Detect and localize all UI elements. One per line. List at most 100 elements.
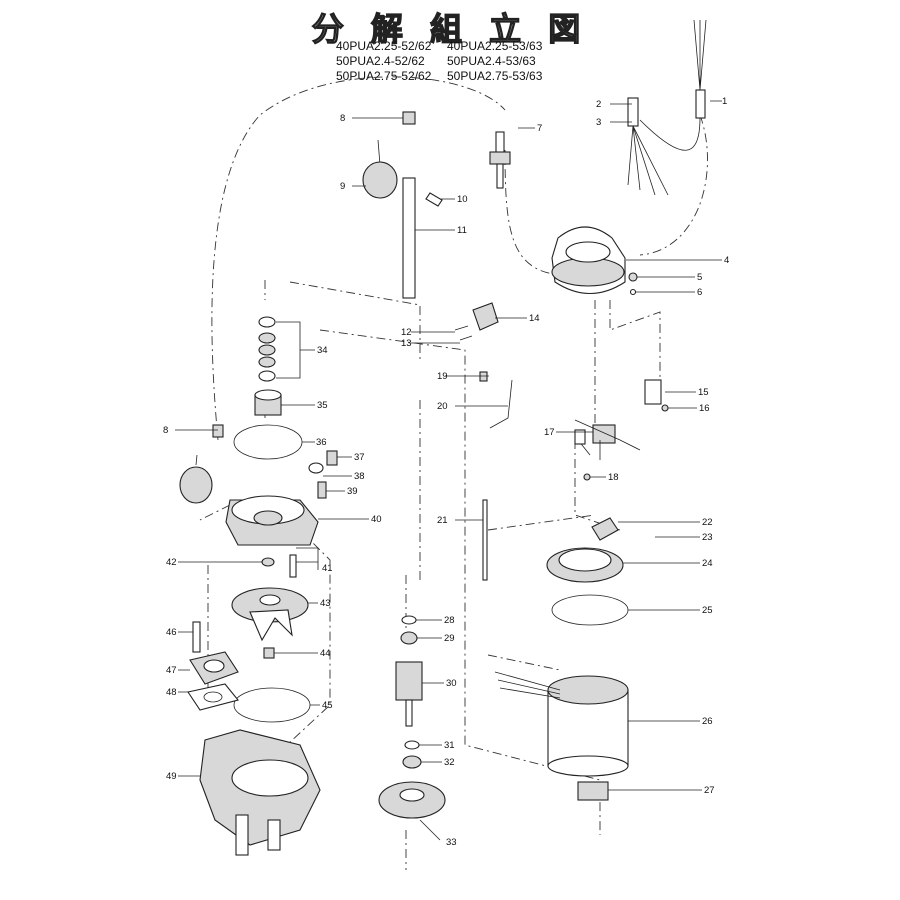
part-number-label: 8 <box>163 425 168 436</box>
assembly-guide <box>487 514 596 671</box>
part-number-label: 34 <box>317 345 328 356</box>
through-bolt-part <box>482 499 488 581</box>
part-number-label: 48 <box>166 687 177 698</box>
part-number-label: 7 <box>537 123 542 134</box>
washer-part <box>261 557 275 567</box>
part-number-label: 21 <box>437 515 448 526</box>
part-number-label: 15 <box>698 387 709 398</box>
assembly-guide <box>199 504 331 771</box>
part-number-label: 25 <box>702 605 713 616</box>
nut-part <box>263 647 275 659</box>
leader-line <box>175 100 722 841</box>
bearing-bracket-part <box>546 547 624 583</box>
model-label: 40PUA2.25-52/62 <box>336 39 432 53</box>
gasket-part <box>187 683 239 711</box>
part-number-label: 42 <box>166 557 177 568</box>
bolt-part <box>317 481 327 499</box>
assembly-guide <box>574 300 661 531</box>
cable-path <box>504 149 561 276</box>
bearing-part <box>400 631 418 645</box>
float-switch-part <box>362 139 398 199</box>
part-number-label: 4 <box>724 255 729 266</box>
cover-plate-part <box>577 781 609 801</box>
part-number-label: 37 <box>354 452 365 463</box>
bolt-part <box>289 554 297 578</box>
plug-part <box>212 424 224 438</box>
oil-casing-part <box>225 495 319 546</box>
bolt-part <box>192 621 201 653</box>
diagram-title: 分 解 組 立 図 <box>311 9 589 48</box>
part-number-label: 38 <box>354 471 365 482</box>
seal-holder-part <box>254 389 282 416</box>
sensor-part <box>489 379 513 429</box>
model-label: 50PUA2.75-52/62 <box>336 69 432 83</box>
impeller-part <box>231 587 309 642</box>
pump-casing-part <box>199 729 321 856</box>
part-number-label: 3 <box>596 117 601 128</box>
part-number-label: 43 <box>320 598 331 609</box>
part-number-label: 30 <box>446 678 457 689</box>
flange-part <box>189 651 239 685</box>
part-number-label: 9 <box>340 181 345 192</box>
cable-path <box>639 114 708 256</box>
motor-cover-part <box>551 226 626 294</box>
part-number-label: 45 <box>322 700 333 711</box>
part-number-label: 23 <box>702 532 713 543</box>
part-number-label: 10 <box>457 194 468 205</box>
capacitor-part <box>644 379 662 405</box>
part-number-label: 19 <box>437 371 448 382</box>
part-number-label: 8 <box>340 113 345 124</box>
part-number-label: 20 <box>437 401 448 412</box>
part-number-label: 24 <box>702 558 713 569</box>
part-number-label: 6 <box>697 287 702 298</box>
plug-part <box>402 111 416 125</box>
bearing-part <box>402 755 422 769</box>
o-ring-part <box>233 424 303 460</box>
float-switch-part <box>179 466 213 504</box>
part-number-label: 26 <box>702 716 713 727</box>
part-number-label: 22 <box>702 517 713 528</box>
part-number-label: 41 <box>322 563 333 574</box>
part-number-label: 17 <box>544 427 555 438</box>
washer-part <box>629 288 637 296</box>
model-label: 50PUA2.4-53/63 <box>447 54 536 68</box>
part-number-label: 36 <box>316 437 327 448</box>
model-label: 40PUA2.25-53/63 <box>447 39 543 53</box>
mechanical-seal-part <box>258 316 276 382</box>
part-number-label: 46 <box>166 627 177 638</box>
suction-cover-part <box>233 687 311 723</box>
part-number-label: 28 <box>444 615 455 626</box>
part-number-label: 40 <box>371 514 382 525</box>
screw-part <box>326 450 338 466</box>
screw-part <box>479 371 488 382</box>
part-number-label: 29 <box>444 633 455 644</box>
part-number-label: 31 <box>444 740 455 751</box>
cable-path <box>211 76 506 441</box>
model-label: 50PUA2.75-53/63 <box>447 69 543 83</box>
screw-part <box>628 272 638 282</box>
part-number-label: 18 <box>608 472 619 483</box>
part-number-label: 14 <box>529 313 540 324</box>
packing-part <box>308 462 324 474</box>
part-number-label: 1 <box>722 96 727 107</box>
part-number-label: 5 <box>697 272 702 283</box>
part-number-label: 44 <box>320 648 331 659</box>
part-number-label: 35 <box>317 400 328 411</box>
seal-plate-part <box>378 781 446 819</box>
o-ring-part <box>551 594 629 626</box>
part-number-label: 2 <box>596 99 601 110</box>
part-number-label: 39 <box>347 486 358 497</box>
rotor-part <box>395 661 423 727</box>
washer-part <box>404 740 420 750</box>
part-number-label: 33 <box>446 837 457 848</box>
screw-part <box>425 192 443 207</box>
part-number-label: 12 <box>401 327 412 338</box>
part-number-label: 47 <box>166 665 177 676</box>
part-number-label: 11 <box>457 225 467 236</box>
model-label: 50PUA2.4-52/62 <box>336 54 425 68</box>
pipe-part <box>402 177 416 299</box>
part-number-label: 27 <box>704 785 715 796</box>
